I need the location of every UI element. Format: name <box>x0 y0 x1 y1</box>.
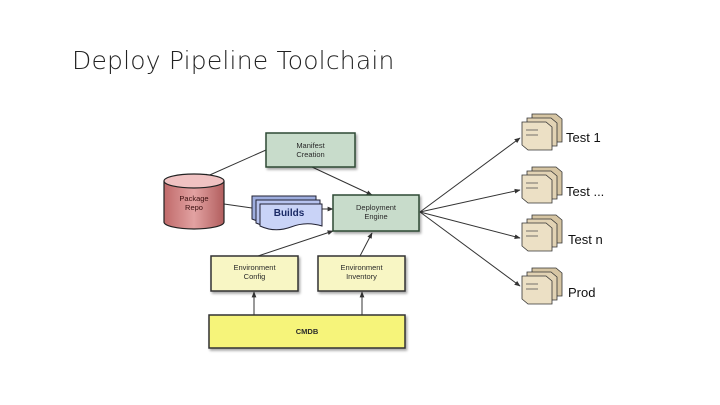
deployment-engine-label-2: Engine <box>364 212 387 221</box>
package-repo-cylinder: Package Repo <box>163 173 225 230</box>
cmdb-label: CMDB <box>296 327 319 336</box>
target-label-test-n: Test n <box>568 232 603 247</box>
server-stack-icon <box>521 113 563 151</box>
environment-inventory-box: Environment Inventory <box>317 255 406 292</box>
arrow-engine-to-prod <box>419 211 521 287</box>
line-repo-to-builds <box>223 203 253 209</box>
package-repo-label-1: Package <box>179 194 208 203</box>
environment-config-label-1: Environment <box>233 263 276 272</box>
slide-title: Deploy Pipeline Toolchain <box>72 46 395 75</box>
cmdb-box: CMDB <box>208 314 406 349</box>
target-test-dots: Test ... <box>521 166 604 204</box>
arrow-manifest-to-repo <box>202 149 267 179</box>
target-label-test-dots: Test ... <box>566 184 604 199</box>
arrow-engine-to-test1 <box>419 137 521 213</box>
builds-documents: Builds <box>251 195 323 231</box>
manifest-creation-label-2: Creation <box>296 150 324 159</box>
target-label-test-1: Test 1 <box>566 130 601 145</box>
arrow-config-to-engine <box>257 230 334 257</box>
arrow-inventory-to-engine <box>359 232 373 257</box>
server-stack-icon <box>521 166 563 204</box>
connectors <box>202 137 521 315</box>
environment-config-label-2: Config <box>244 272 266 281</box>
arrow-engine-to-test-dots <box>419 188 521 213</box>
manifest-creation-label-1: Manifest <box>296 141 325 150</box>
environment-inventory-label-1: Environment <box>340 263 383 272</box>
package-repo-label-2: Repo <box>185 203 203 212</box>
deployment-engine-label-1: Deployment <box>356 203 397 212</box>
environment-config-box: Environment Config <box>210 255 299 292</box>
builds-label: Builds <box>274 208 305 219</box>
target-prod: Prod <box>521 267 595 305</box>
arrow-engine-to-testn <box>419 211 521 239</box>
target-label-prod: Prod <box>568 285 595 300</box>
arrow-manifest-to-engine <box>311 166 373 196</box>
server-stack-icon <box>521 214 563 252</box>
environment-inventory-label-2: Inventory <box>346 272 377 281</box>
server-stack-icon <box>521 267 563 305</box>
deployment-engine-box: Deployment Engine <box>332 194 420 232</box>
manifest-creation-box: Manifest Creation <box>265 132 356 168</box>
target-test-n: Test n <box>521 214 603 252</box>
target-test-1: Test 1 <box>521 113 601 151</box>
